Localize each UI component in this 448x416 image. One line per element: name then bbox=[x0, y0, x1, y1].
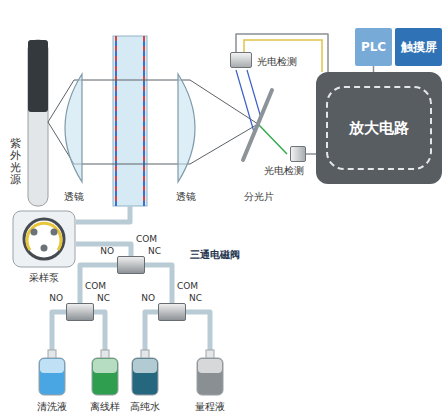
lens-outline bbox=[178, 74, 195, 182]
touchscreen-box: 触摸屏 bbox=[395, 28, 442, 66]
bottle-highlight bbox=[133, 359, 157, 373]
port-label: NO bbox=[49, 293, 63, 303]
node-label: 清洗液 bbox=[25, 400, 79, 414]
fluid-pipe bbox=[76, 244, 131, 256]
pump-roller bbox=[51, 229, 58, 236]
node-label: 高纯水 bbox=[118, 400, 172, 414]
node-label: 放大电路 bbox=[349, 119, 409, 138]
three-way-valve: COMNONC bbox=[158, 303, 186, 321]
bottle-shape bbox=[37, 350, 67, 396]
plc-box: PLC bbox=[355, 28, 392, 66]
flow-cell-stripe bbox=[143, 36, 145, 206]
bottle-body bbox=[92, 358, 118, 395]
uv-lamp-tube bbox=[28, 40, 48, 206]
reagent-bottle: 清洗液 bbox=[37, 350, 67, 396]
flow-cell-stripe bbox=[115, 41, 117, 206]
detector-glyph bbox=[290, 146, 306, 162]
bottle-shape bbox=[90, 350, 120, 396]
part-label: 三通电磁阀 bbox=[190, 248, 240, 262]
node-label: 光电检测 bbox=[256, 164, 312, 178]
pump-roller bbox=[31, 229, 38, 236]
port-label: COM bbox=[177, 281, 198, 291]
fluid-pipe bbox=[94, 312, 105, 350]
bottle-shape bbox=[130, 350, 160, 396]
bottle-body bbox=[132, 358, 158, 395]
reagent-bottle: 离线样 bbox=[90, 350, 120, 396]
light-source: 紫外光源 bbox=[10, 138, 24, 186]
node-label: 触摸屏 bbox=[401, 39, 437, 56]
fluid-pipe bbox=[80, 265, 117, 303]
three-way-valve: COMNONC bbox=[66, 303, 94, 321]
fluid-pipe bbox=[186, 312, 210, 350]
beam-splitter: 分光片 bbox=[236, 88, 282, 162]
bottle-highlight bbox=[93, 359, 117, 373]
node-label: PLC bbox=[361, 40, 386, 54]
port-label: NC bbox=[148, 246, 161, 256]
lens-shape bbox=[168, 72, 204, 184]
signal-wire bbox=[306, 153, 316, 155]
uv-lamp-cap bbox=[28, 40, 48, 112]
node-label: 分光片 bbox=[222, 190, 296, 204]
node-label: 采样泵 bbox=[4, 271, 84, 285]
port-label: NO bbox=[141, 293, 155, 303]
port-label: NC bbox=[189, 293, 202, 303]
port-label: NO bbox=[100, 246, 114, 256]
sampling-pump: 采样泵 bbox=[12, 210, 76, 268]
flow-cell bbox=[113, 36, 147, 206]
node-label: 光电检测 bbox=[257, 55, 297, 69]
port-label: NC bbox=[97, 293, 110, 303]
node-label: 离线样 bbox=[78, 400, 132, 414]
pump-head bbox=[24, 219, 64, 259]
fluid-pipe bbox=[145, 312, 158, 350]
signal-wire bbox=[244, 40, 322, 72]
pump-shape bbox=[12, 210, 76, 268]
node-label: 量程液 bbox=[183, 400, 237, 414]
lens: 透镜 bbox=[168, 72, 204, 184]
photo-detector: 光电检测 bbox=[230, 52, 252, 68]
photo-detector: 光电检测 bbox=[262, 146, 306, 178]
port-label: COM bbox=[136, 234, 157, 244]
transmitted-beam bbox=[258, 124, 287, 154]
node-label: 透镜 bbox=[154, 190, 218, 204]
lens-shape bbox=[56, 72, 92, 184]
lens: 透镜 bbox=[56, 72, 92, 184]
amplifier-box: 放大电路 bbox=[316, 72, 442, 184]
reagent-bottle: 量程液 bbox=[195, 350, 225, 396]
pump-body bbox=[13, 211, 75, 267]
bottle-highlight bbox=[198, 359, 222, 373]
splitter-shape bbox=[236, 88, 282, 162]
flow-cell-stripe bbox=[143, 41, 145, 206]
bottle-body bbox=[197, 358, 223, 395]
bottle-highlight bbox=[40, 359, 64, 373]
splitter-plate bbox=[243, 90, 272, 160]
pump-roller bbox=[41, 245, 48, 252]
node-label: 透镜 bbox=[42, 190, 106, 204]
flow-cell-stripe bbox=[115, 36, 117, 206]
three-way-valve: COMNONC bbox=[117, 256, 145, 274]
node-label: 紫外光源 bbox=[10, 138, 21, 186]
reagent-bottle: 高纯水 bbox=[130, 350, 160, 396]
fluid-pipe bbox=[52, 312, 66, 350]
bottle-body bbox=[39, 358, 65, 395]
port-label: COM bbox=[85, 281, 106, 291]
sample-pipe bbox=[76, 206, 130, 222]
bottle-shape bbox=[195, 350, 225, 396]
lens-outline bbox=[65, 74, 82, 182]
